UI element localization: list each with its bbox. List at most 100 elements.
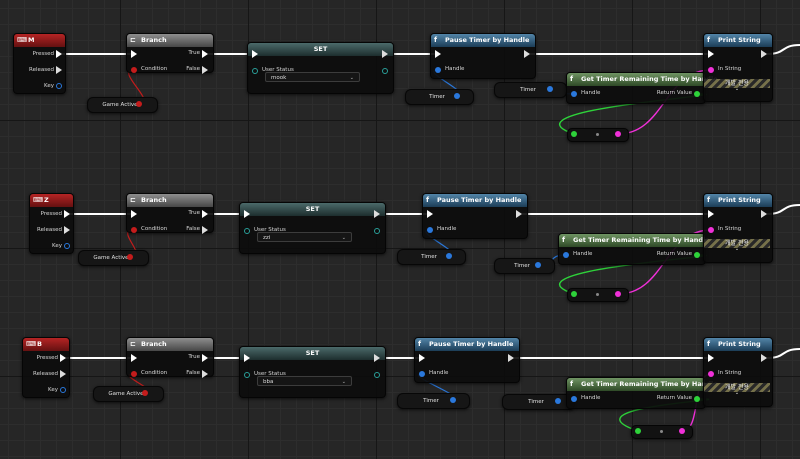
released-exec-pin[interactable] (56, 66, 62, 74)
branch-exec-in-pin[interactable] (131, 354, 137, 362)
return-value-pin[interactable] (694, 91, 700, 97)
false-exec-pin[interactable] (202, 226, 208, 234)
timer-handle-pin-2[interactable] (547, 86, 553, 92)
true-exec-pin[interactable] (202, 210, 208, 218)
released-exec-pin[interactable] (64, 226, 70, 234)
branch-node[interactable]: ⊏Branch (126, 193, 214, 233)
timer-handle-pin-2[interactable] (555, 398, 561, 404)
game-active-bool-pin[interactable] (136, 101, 142, 107)
return-value-pin[interactable] (694, 396, 700, 402)
float-to-string-conversion-node[interactable] (631, 425, 693, 439)
set-exec-out-pin[interactable] (374, 354, 380, 362)
return-value-pin[interactable] (694, 252, 700, 258)
game-active-variable-node[interactable]: Game Active (78, 250, 149, 266)
timer-variable-node[interactable]: Timer (397, 393, 470, 409)
user-status-in-pin[interactable] (244, 372, 250, 378)
game-active-variable-node[interactable]: Game Active (93, 386, 164, 402)
set-exec-out-pin[interactable] (382, 50, 388, 58)
user-status-out-pin[interactable] (374, 372, 380, 378)
pause-handle-pin[interactable] (427, 227, 433, 233)
user-status-combo[interactable]: zzi⌄ (257, 232, 352, 242)
conversion-string-out-pin[interactable] (679, 428, 685, 434)
key-struct-pin[interactable] (56, 83, 62, 89)
pause-handle-pin[interactable] (435, 67, 441, 73)
set-exec-in-pin[interactable] (252, 50, 258, 58)
pause-exec-out-pin[interactable] (516, 210, 522, 218)
set-user-status-node[interactable]: SET (239, 202, 386, 254)
in-string-pin[interactable] (708, 227, 714, 233)
print-exec-out-pin[interactable] (761, 210, 767, 218)
timer-variable-node-2[interactable]: Timer (494, 258, 555, 274)
timer-variable-node-2[interactable]: Timer (494, 82, 567, 98)
float-to-string-conversion-node[interactable] (567, 128, 629, 142)
conversion-string-out-pin[interactable] (615, 131, 621, 137)
user-status-out-pin[interactable] (374, 228, 380, 234)
conversion-string-out-pin[interactable] (615, 291, 621, 297)
timer-handle-pin-2[interactable] (535, 262, 541, 268)
branch-exec-in-pin[interactable] (131, 210, 137, 218)
user-status-combo[interactable]: mook⌄ (265, 72, 360, 82)
print-exec-out-pin[interactable] (761, 50, 767, 58)
condition-pin[interactable] (131, 227, 137, 233)
timer-handle-pin[interactable] (450, 397, 456, 403)
pressed-exec-pin[interactable] (64, 210, 70, 218)
print-exec-in-pin[interactable] (708, 50, 714, 58)
set-user-status-node[interactable]: SET (239, 346, 386, 398)
game-active-bool-pin[interactable] (127, 254, 133, 260)
timer-variable-node[interactable]: Timer (397, 249, 466, 265)
in-string-pin[interactable] (708, 371, 714, 377)
game-active-bool-pin[interactable] (142, 390, 148, 396)
float-to-string-conversion-node[interactable] (567, 288, 629, 302)
false-exec-pin[interactable] (202, 370, 208, 378)
key-struct-pin[interactable] (64, 243, 70, 249)
set-user-status-node[interactable]: SET (247, 42, 394, 94)
pause-exec-out-pin[interactable] (524, 50, 530, 58)
condition-pin[interactable] (131, 371, 137, 377)
true-exec-pin[interactable] (202, 354, 208, 362)
timer-handle-pin[interactable] (454, 93, 460, 99)
game-active-variable-node[interactable]: Game Active (87, 97, 158, 113)
released-exec-pin[interactable] (60, 370, 66, 378)
set-exec-in-pin[interactable] (244, 354, 250, 362)
false-exec-pin[interactable] (202, 66, 208, 74)
pause-exec-in-pin[interactable] (435, 50, 441, 58)
pressed-exec-pin[interactable] (60, 354, 66, 362)
set-exec-in-pin[interactable] (244, 210, 250, 218)
timer-handle-pin[interactable] (446, 253, 452, 259)
timer-variable-node[interactable]: Timer (405, 89, 474, 105)
true-exec-pin[interactable] (202, 50, 208, 58)
condition-pin[interactable] (131, 67, 137, 73)
get-timer-handle-pin[interactable] (563, 252, 569, 258)
pause-exec-out-pin[interactable] (508, 354, 514, 362)
pause-handle-pin[interactable] (419, 371, 425, 377)
print-exec-in-pin[interactable] (708, 210, 714, 218)
timer-variable-node-2[interactable]: Timer (502, 394, 575, 410)
in-string-pin[interactable] (708, 67, 714, 73)
print-exec-in-pin[interactable] (708, 354, 714, 362)
pause-exec-in-pin[interactable] (419, 354, 425, 362)
user-status-in-pin[interactable] (252, 68, 258, 74)
pressed-exec-pin[interactable] (56, 50, 62, 58)
get-timer-handle-pin[interactable] (571, 91, 577, 97)
branch-exec-in-pin[interactable] (131, 50, 137, 58)
conversion-float-in-pin[interactable] (635, 428, 641, 434)
get-timer-handle-pin[interactable] (571, 396, 577, 402)
set-exec-out-pin[interactable] (374, 210, 380, 218)
user-status-in-pin[interactable] (244, 228, 250, 234)
user-status-combo[interactable]: bba⌄ (257, 376, 352, 386)
key-struct-pin[interactable] (60, 387, 66, 393)
user-status-out-pin[interactable] (382, 68, 388, 74)
conversion-float-in-pin[interactable] (571, 131, 577, 137)
branch-node[interactable]: ⊏Branch (126, 33, 214, 73)
pause-exec-in-pin[interactable] (427, 210, 433, 218)
